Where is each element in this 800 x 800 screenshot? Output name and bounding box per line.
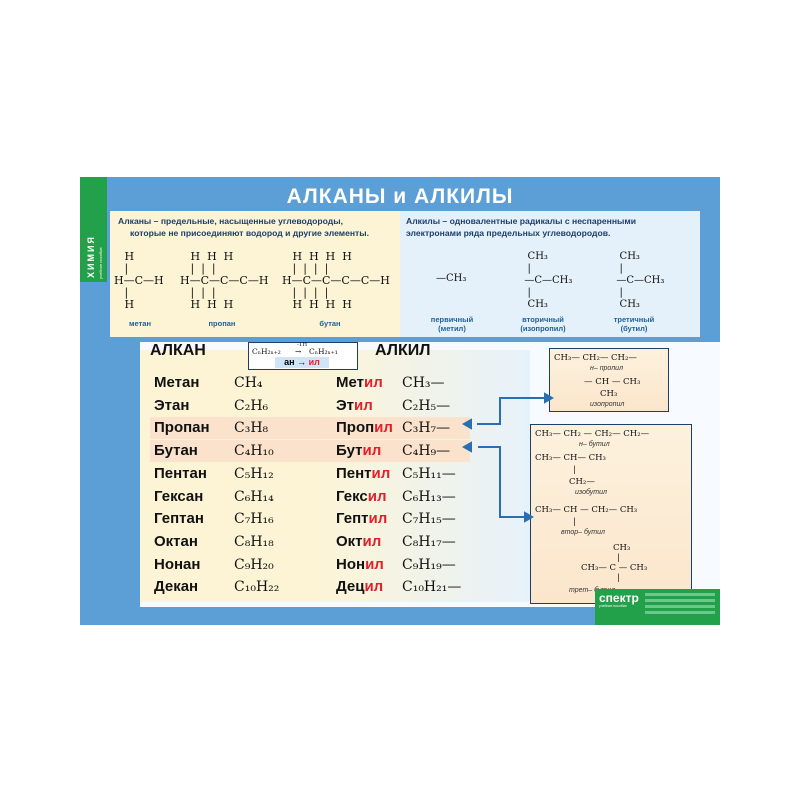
alkane-alkyl-table: АЛКАН CₙH₂ₙ₊₂ -1H → CₙH₂ₙ₊₁ ан → ил АЛКИ… xyxy=(140,342,720,607)
butane-structure: H H H H | | | | H—C—C—C—C—H | | | | H H … xyxy=(282,250,390,311)
alkyl-name: Бутил xyxy=(336,442,382,460)
alkane-formula: C₃H₈ xyxy=(234,420,269,437)
alkane-formula: C₆H₁₄ xyxy=(234,488,274,505)
table-row: Гептан C₇H₁₆ Гептил C₇H₁₅— xyxy=(150,508,470,530)
alkane-name: Бутан xyxy=(154,442,198,460)
alkane-formula: C₅H₁₂ xyxy=(234,465,274,482)
alkane-formula: CH₄ xyxy=(234,375,263,391)
alkane-name: Декан xyxy=(154,578,199,596)
alkane-name: Пропан xyxy=(154,419,210,437)
publisher-logo: спектр xyxy=(599,591,639,605)
table-row: Этан C₂H₆ Этил C₂H₅— xyxy=(150,395,470,417)
propyl-isomers-box: CH₃— CH₂— CH₂— н– пропил — CH — CH₃ CH₃ … xyxy=(549,348,669,412)
tertiary-radical-label: третичный(бутил) xyxy=(613,315,655,333)
alkyl-name: Гексил xyxy=(336,487,387,505)
tertiary-radical: CH₃ | —C—CH₃ | CH₃ xyxy=(616,251,665,310)
alkane-name: Пентан xyxy=(154,464,207,482)
alkyl-formula: C₇H₁₅— xyxy=(402,511,456,528)
poster: ХИМИЯ учебное пособие АЛКАНЫ и АЛКИЛЫ Ал… xyxy=(80,177,720,625)
table-row: Октан C₈H₁₈ Октил C₈H₁₇— xyxy=(150,531,470,553)
alkane-formula: C₈H₁₈ xyxy=(234,533,274,550)
alkyl-formula: C₄H₉— xyxy=(402,443,451,460)
methane-structure: H | H—C—H | H xyxy=(114,250,164,311)
table-row: Пентан C₅H₁₂ Пентил C₅H₁₁— xyxy=(150,463,470,485)
alkanes-def-line2: которые не присоединяют водород и другие… xyxy=(130,228,369,238)
alkyl-header: АЛКИЛ xyxy=(375,342,431,359)
alkyl-name: Метил xyxy=(336,374,383,391)
alkane-formula: C₂H₆ xyxy=(234,397,269,414)
butyl-isomers-box: CH₃— CH₂ — CH₂— CH₂— н– бутил CH₃— CH— C… xyxy=(530,424,692,604)
subject-sublabel: учебное пособие xyxy=(98,247,103,279)
alkane-formula: C₉H₂₀ xyxy=(234,556,274,573)
alkyl-name: Этил xyxy=(336,396,373,414)
suffix-rule: ан → ил xyxy=(275,357,329,368)
alkyl-formula: CH₃— xyxy=(402,375,445,391)
table-row: Пропан C₃H₈ Пропил C₃H₇— xyxy=(150,417,470,440)
table-row: Гексан C₆H₁₄ Гексил C₆H₁₃— xyxy=(150,486,470,508)
primary-radical: —CH₃ xyxy=(436,273,467,284)
secondary-radical-label: вторичный(изопропил) xyxy=(520,315,566,333)
alkyls-panel: Алкилы – одновалентные радикалы с неспар… xyxy=(400,211,700,337)
propane-label: пропан xyxy=(208,319,236,328)
alkane-name: Этан xyxy=(154,396,190,414)
alkane-formula: C₁₀H₂₂ xyxy=(234,579,280,596)
alkyls-def-line2: электронами ряда предельных углеводородо… xyxy=(406,228,611,238)
alkyl-formula: C₅H₁₁— xyxy=(402,465,456,482)
alkane-name: Нонан xyxy=(154,555,201,573)
secondary-radical: CH₃ | —C—CH₃ | CH₃ xyxy=(524,251,573,310)
connector-arrows xyxy=(461,392,555,523)
alkyl-name: Октил xyxy=(336,532,382,550)
alkane-name: Гептан xyxy=(154,510,204,528)
formula-rule-box: CₙH₂ₙ₊₂ -1H → CₙH₂ₙ₊₁ ан → ил xyxy=(248,342,358,370)
alkyl-formula: C₁₀H₂₁— xyxy=(402,579,462,596)
primary-radical-label: первичный(метил) xyxy=(430,315,474,333)
publisher-block: спектр учебное пособие xyxy=(595,589,720,625)
alkyl-formula: C₉H₁₉— xyxy=(402,556,456,573)
alkane-name: Метан xyxy=(154,374,200,391)
alkane-formula: C₇H₁₆ xyxy=(234,511,274,528)
alkyl-formula: C₃H₇— xyxy=(402,420,451,437)
table-row: Бутан C₄H₁₀ Бутил C₄H₉— xyxy=(150,440,470,463)
alkyl-formula: C₈H₁₇— xyxy=(402,533,456,550)
subject-strip: ХИМИЯ учебное пособие xyxy=(80,177,107,282)
methane-label: метан xyxy=(129,319,151,328)
table-row: Нонан C₉H₂₀ Нонил C₉H₁₉— xyxy=(150,554,470,576)
table-row: Декан C₁₀H₂₂ Децил C₁₀H₂₁— xyxy=(150,576,470,598)
alkane-header: АЛКАН xyxy=(150,342,206,359)
butane-label: бутан xyxy=(319,319,341,328)
alkyl-name: Гептил xyxy=(336,510,388,528)
alkane-formula: C₄H₁₀ xyxy=(234,443,274,460)
table-row: Метан CH₄ Метил CH₃— xyxy=(150,372,470,394)
alkyl-name: Нонил xyxy=(336,555,384,573)
alkyl-formula: C₂H₅— xyxy=(402,397,451,414)
propane-structure: H H H | | | H—C—C—C—H | | | H H H xyxy=(180,250,269,311)
alkyl-formula: C₆H₁₃— xyxy=(402,488,456,505)
alkane-name: Гексан xyxy=(154,487,204,505)
alkanes-panel: Алканы – предельные, насыщенные углеводо… xyxy=(110,211,400,337)
poster-title: АЛКАНЫ и АЛКИЛЫ xyxy=(286,185,514,208)
definitions-panel: Алканы – предельные, насыщенные углеводо… xyxy=(110,211,700,337)
alkane-name: Октан xyxy=(154,532,198,550)
alkyls-def-line1: Алкилы – одновалентные радикалы с неспар… xyxy=(406,216,636,226)
alkyl-name: Пентил xyxy=(336,464,391,482)
alkyl-name: Пропил xyxy=(336,419,393,437)
alkanes-def-line1: Алканы – предельные, насыщенные углеводо… xyxy=(118,216,343,226)
alkyl-name: Децил xyxy=(336,578,384,596)
